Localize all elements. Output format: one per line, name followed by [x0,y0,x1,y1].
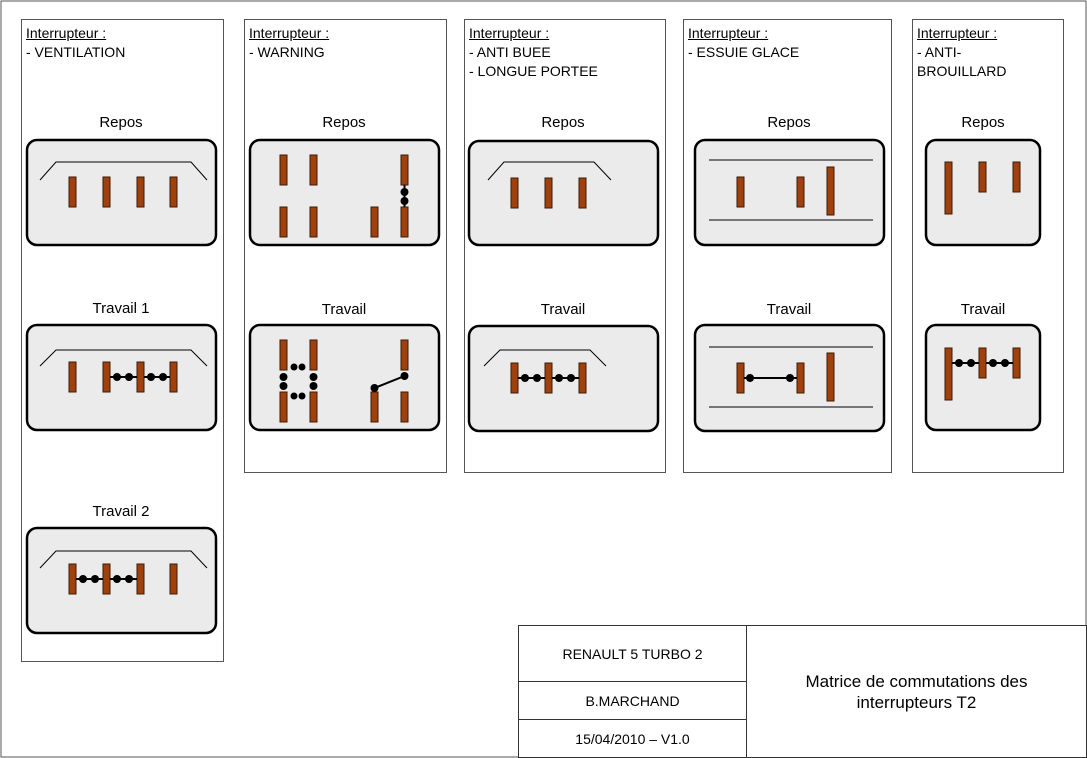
switch-name-2: BROUILLARD [917,63,1007,79]
header-label: Interrupteur : [249,25,330,41]
switch-anti-buee-travail [467,324,660,433]
column-header: Interrupteur : - ANTI BUEE - LONGUE PORT… [469,24,598,81]
header-label: Interrupteur : [26,25,107,41]
header-label: Interrupteur : [688,25,769,41]
header-label: Interrupteur : [469,25,550,41]
switch-name-2: - LONGUE PORTEE [469,63,598,79]
title-block-vehicle: RENAULT 5 TURBO 2 [518,625,747,682]
header-label: Interrupteur : [917,25,998,41]
switch-warning-travail [248,323,441,432]
state-label-anti-brouillard-travail: Travail [960,301,1006,318]
title-block-date-version: 15/04/2010 – V1.0 [518,719,747,758]
switch-name: - ANTI BUEE [469,44,551,60]
switch-anti-brouillard-repos [924,138,1042,247]
column-header: Interrupteur : - WARNING [249,24,329,62]
switch-anti-buee-repos [467,139,660,247]
column-header: Interrupteur : - ANTI- BROUILLARD [917,24,1006,81]
title-block-description: Matrice de commutations des interrupteur… [746,625,1087,758]
switch-ventilation-repos [25,138,218,247]
switch-ventilation-travail-1 [25,323,218,432]
switch-name: - ANTI- [917,44,962,60]
switch-essuie-glace-repos [693,138,886,247]
switch-warning-repos [248,138,441,247]
column-header: Interrupteur : - ESSUIE GLACE [688,24,799,62]
switch-essuie-glace-travail [693,323,886,433]
title-block-author: B.MARCHAND [518,681,747,720]
state-label-anti-brouillard-repos: Repos [961,114,1005,131]
switch-name: - VENTILATION [26,44,126,60]
state-label-essuie-glace-travail: Travail [766,301,812,318]
state-label-ventilation-travail-2: Travail 2 [92,503,150,520]
state-label-anti-buee-travail: Travail [540,301,586,318]
switch-name: - ESSUIE GLACE [688,44,800,60]
switch-ventilation-travail-2 [25,526,218,635]
state-label-ventilation-travail-1: Travail 1 [92,300,150,317]
state-label-warning-repos: Repos [322,114,366,131]
state-label-ventilation-repos: Repos [99,114,143,131]
state-label-warning-travail: Travail [321,301,367,318]
switch-name: - WARNING [249,44,325,60]
state-label-anti-buee-repos: Repos [541,114,585,131]
column-header: Interrupteur : - VENTILATION [26,24,125,62]
switch-anti-brouillard-travail [924,323,1042,432]
state-label-essuie-glace-repos: Repos [767,114,811,131]
